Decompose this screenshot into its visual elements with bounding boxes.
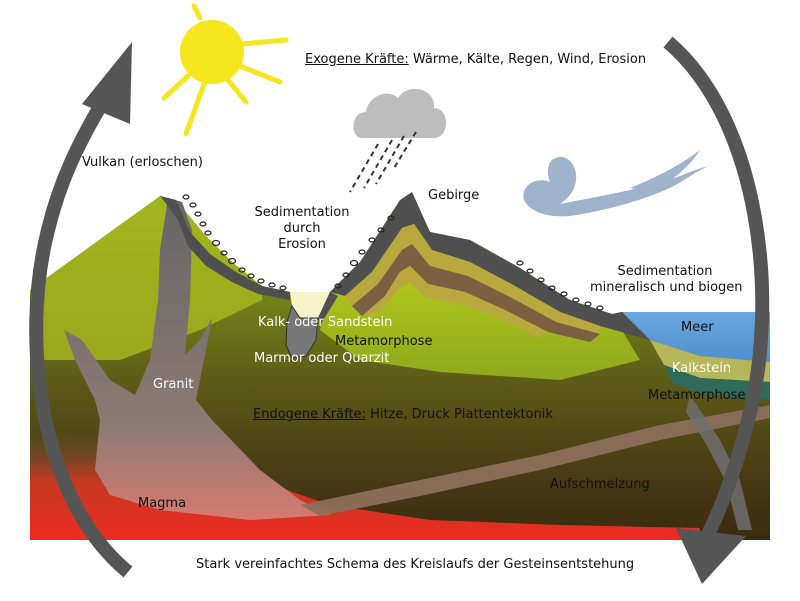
melting-label: Aufschmelzung bbox=[550, 477, 650, 492]
endogenous-forces-list: Hitze, Druck Plattentektonik bbox=[365, 407, 553, 422]
metamorphism-right-label: Metamorphose bbox=[648, 388, 746, 403]
endogenous-forces-label: Endogene Kräfte: Hitze, Druck Plattentek… bbox=[253, 407, 553, 423]
exogenous-forces-title: Exogene Kräfte: bbox=[305, 52, 409, 67]
cycle-arrow-left-icon bbox=[29, 42, 133, 578]
sea-label: Meer bbox=[681, 320, 714, 335]
cycle-arrow-right-icon bbox=[663, 36, 770, 584]
sedimentation-erosion-line-1: Sedimentation bbox=[254, 205, 350, 220]
sedimentation-biogenic-line-1: Sedimentation bbox=[617, 264, 713, 279]
granite-body bbox=[64, 198, 330, 520]
sea-and-sediments bbox=[622, 312, 770, 400]
marble-plug bbox=[285, 304, 319, 359]
exogenous-forces-list: Wärme, Kälte, Regen, Wind, Erosion bbox=[408, 52, 647, 67]
subduction-channel bbox=[686, 395, 752, 530]
diagram-caption: Stark vereinfachtes Schema des Kreislauf… bbox=[196, 557, 635, 572]
exogenous-forces-label: Exogene Kräfte: Wärme, Kälte, Regen, Win… bbox=[305, 52, 646, 68]
wind-icon bbox=[523, 150, 708, 217]
sedimentation-biogenic-line-2: mineralisch und biogen bbox=[590, 280, 743, 295]
limestone-label: Kalkstein bbox=[672, 361, 732, 376]
sedimentation-erosion-label: Sedimentation durch Erosion bbox=[252, 205, 352, 253]
sun-icon bbox=[161, 3, 289, 137]
mountains-label: Gebirge bbox=[428, 188, 480, 203]
limestone-sandstone-label: Kalk- oder Sandstein bbox=[258, 315, 393, 330]
volcano-rock-skin bbox=[160, 196, 290, 300]
sedimentation-biogenic-label: Sedimentation mineralisch und biogen bbox=[590, 264, 743, 296]
marble-quartzite-label: Marmor oder Quarzit bbox=[254, 351, 390, 366]
sedimentation-erosion-line-3: Erosion bbox=[278, 237, 326, 252]
volcano-label: Vulkan (erloschen) bbox=[82, 155, 203, 170]
metamorphism-center-label: Metamorphose bbox=[335, 334, 433, 349]
sediment-basin bbox=[290, 292, 330, 318]
granite-label: Granit bbox=[153, 377, 194, 392]
endogenous-forces-title: Endogene Kräfte: bbox=[253, 407, 366, 422]
sediment-pebbles bbox=[182, 194, 604, 311]
cloud-icon bbox=[353, 88, 446, 138]
sedimentation-erosion-line-2: durch bbox=[283, 221, 321, 236]
mountain-rock-layers bbox=[330, 192, 650, 342]
magma-label: Magma bbox=[138, 496, 187, 511]
rain-icon bbox=[349, 131, 417, 193]
melting-channel bbox=[300, 405, 770, 516]
